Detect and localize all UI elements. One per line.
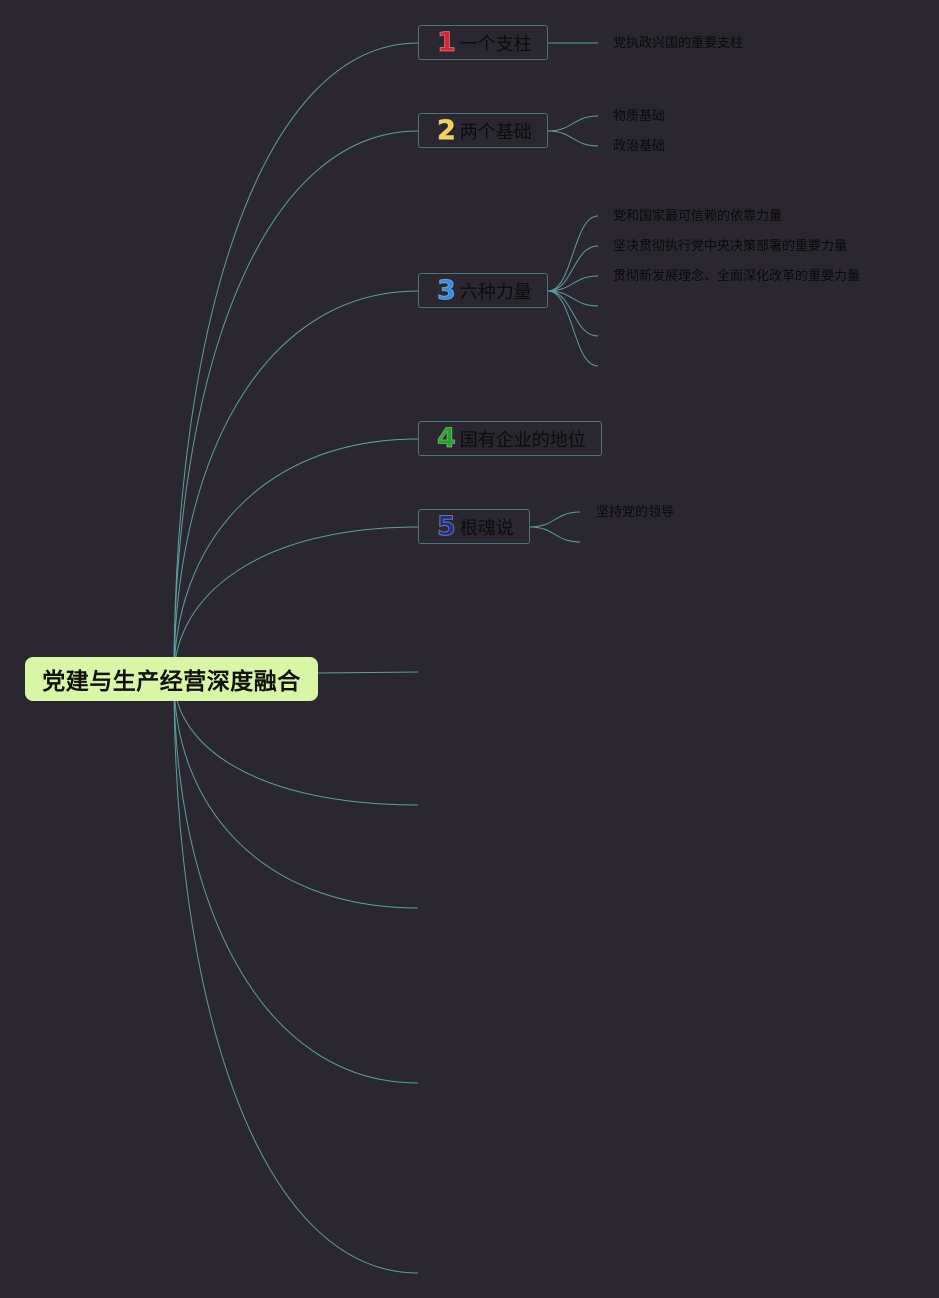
- branch-number-5: 5: [437, 511, 457, 542]
- trunk-connector-1: [173, 42, 419, 679]
- leaf-connector-5-1: [529, 511, 581, 528]
- branch-label-4: 国有企业的地位: [459, 429, 586, 451]
- trunk-connector-4: [173, 438, 419, 679]
- branch-number-4: 4: [437, 423, 457, 454]
- trunk-connector-8: [173, 677, 419, 909]
- leaf-3-2[interactable]: 坚决贯彻执行党中央决策部署的重要力量: [613, 239, 848, 254]
- trunk-connector-6: [317, 671, 419, 674]
- leaf-connector-3-2: [547, 245, 599, 292]
- trunk-connector-9: [173, 677, 419, 1084]
- branch-number-1: 1: [437, 27, 457, 58]
- trunk-connector-3: [173, 290, 419, 679]
- leaf-connector-5-2: [529, 526, 581, 543]
- branch-node-3[interactable]: 3 六种力量: [418, 273, 548, 308]
- trunk-connector-2: [173, 130, 419, 679]
- root-node[interactable]: 党建与生产经营深度融合: [25, 657, 318, 701]
- leaf-2-2[interactable]: 政治基础: [613, 139, 666, 154]
- leaf-2-1[interactable]: 物质基础: [613, 109, 666, 124]
- branch-node-1[interactable]: 1 一个支柱: [418, 25, 548, 60]
- leaf-connector-2-2: [547, 130, 599, 147]
- branch-node-2[interactable]: 2 两个基础: [418, 113, 548, 148]
- branch-node-5[interactable]: 5 根魂说: [418, 509, 530, 544]
- branch-number-3: 3: [437, 275, 457, 306]
- leaf-5-1[interactable]: 坚持党的领导: [596, 505, 675, 520]
- leaf-connector-3-6: [547, 290, 599, 367]
- branch-node-4[interactable]: 4 国有企业的地位: [418, 421, 602, 456]
- branch-label-5: 根魂说: [459, 517, 514, 539]
- leaf-connector-3-5: [547, 290, 599, 337]
- leaf-connector-2-1: [547, 115, 599, 132]
- branch-number-2: 2: [437, 115, 457, 146]
- trunk-connector-10: [173, 677, 419, 1274]
- leaf-connector-3-3: [547, 275, 599, 292]
- leaf-3-3[interactable]: 贯彻新发展理念、全面深化改革的重要力量: [613, 269, 861, 284]
- branch-label-3: 六种力量: [459, 281, 532, 303]
- branch-label-1: 一个支柱: [459, 33, 532, 55]
- trunk-connector-5: [173, 526, 419, 679]
- leaf-1-1[interactable]: 党执政兴国的重要支柱: [613, 36, 744, 51]
- leaf-3-1[interactable]: 党和国家最可信赖的依靠力量: [613, 209, 783, 224]
- root-label: 党建与生产经营深度融合: [42, 669, 301, 695]
- trunk-connector-7: [173, 677, 419, 806]
- leaf-connector-3-1: [547, 215, 599, 292]
- branch-label-2: 两个基础: [459, 121, 532, 143]
- leaf-connector-3-4: [547, 290, 599, 307]
